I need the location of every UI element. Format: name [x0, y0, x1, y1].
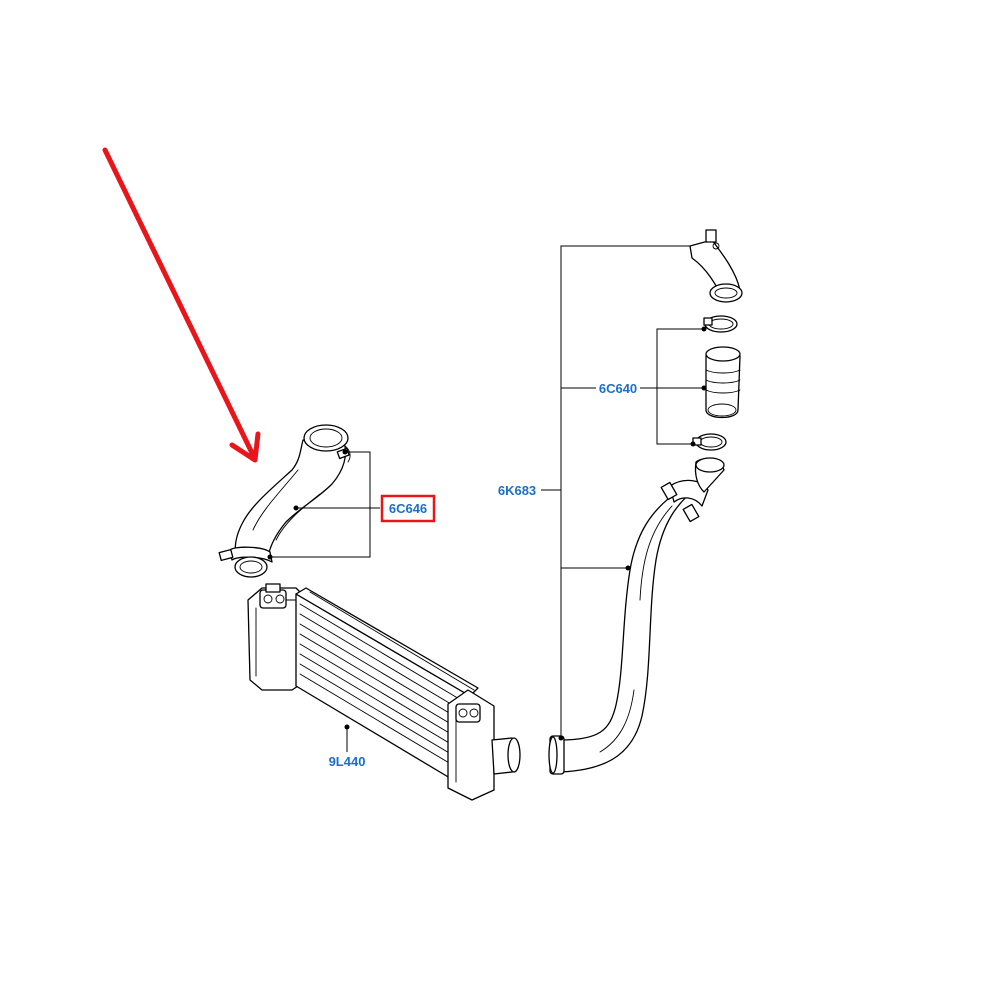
lower-intercooler-hose[interactable] [548, 457, 725, 775]
coupler-hose-set[interactable] [692, 315, 741, 451]
red-pointer-arrow [102, 147, 261, 463]
leader-lines [267, 245, 707, 752]
label-6K683[interactable]: 6K683 [498, 483, 536, 498]
arrow-head [229, 431, 261, 463]
top-elbow-pipe[interactable] [689, 229, 743, 303]
arrow-shaft [102, 147, 256, 458]
label-6C640[interactable]: 6C640 [599, 381, 637, 396]
highlight-box [380, 494, 436, 523]
label-6C646[interactable]: 6C646 [389, 501, 427, 516]
label-9L440[interactable]: 9L440 [329, 754, 366, 769]
intercooler-assembly[interactable] [247, 583, 521, 801]
